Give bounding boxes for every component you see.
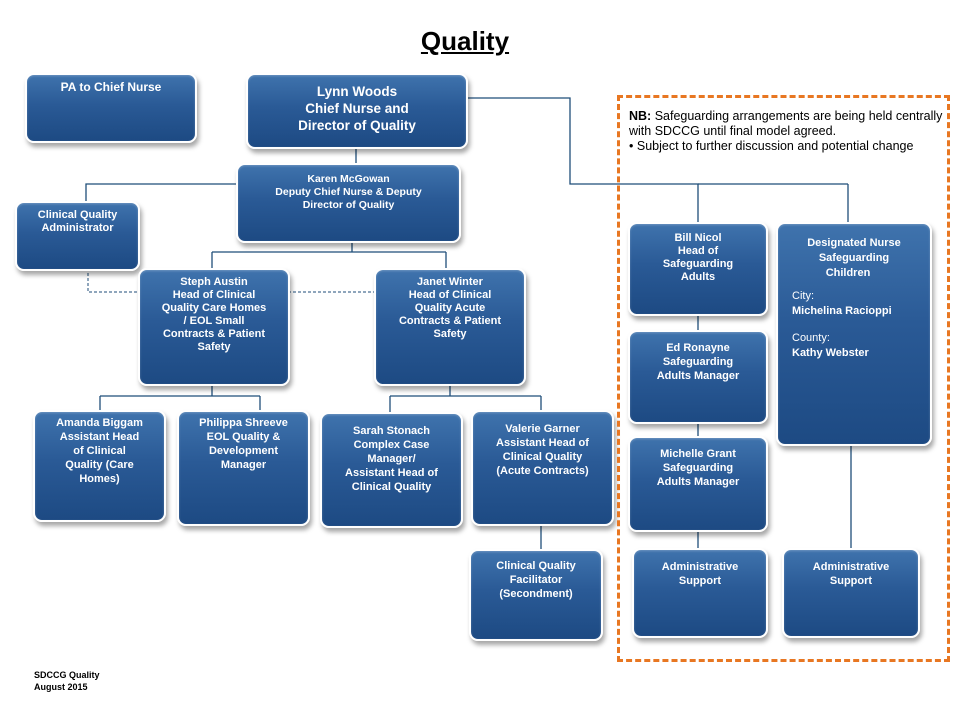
county-name: Kathy Webster	[792, 347, 869, 359]
janet-line-5: Safety	[433, 328, 467, 340]
bill-line-3: Safeguarding	[662, 258, 734, 270]
footer-line-2: August 2015	[34, 682, 88, 692]
clinical-quality-facilitator-box: Clinical Quality Facilitator (Secondment…	[469, 549, 603, 641]
michelle-line-3: Adults Manager	[656, 476, 740, 488]
bill-line-1: Bill Nicol	[674, 232, 722, 244]
chief-role-2: Director of Quality	[298, 118, 416, 133]
valerie-line-2: Assistant Head of	[496, 437, 589, 449]
admin-line-2: Administrator	[41, 222, 114, 234]
safeguarding-dashed-boundary	[617, 95, 950, 662]
michelle-grant-box: Michelle Grant Safeguarding Adults Manag…	[628, 436, 768, 532]
deputy-role-2: Director of Quality	[302, 199, 395, 211]
valerie-line-1: Valerie Garner	[505, 423, 580, 435]
sarah-line-5: Clinical Quality	[351, 481, 432, 493]
admin-support-1-line-2: Support	[678, 575, 722, 587]
footer-line-1: SDCCG Quality	[34, 670, 100, 680]
philippa-line-2: EOL Quality &	[206, 431, 281, 443]
note-prefix: NB:	[629, 109, 652, 123]
steph-line-3: Quality Care Homes	[161, 302, 267, 314]
chief-role-1: Chief Nurse and	[305, 101, 409, 116]
bill-line-4: Adults	[680, 271, 716, 283]
philippa-shreeve-box: Philippa Shreeve EOL Quality & Developme…	[177, 410, 310, 526]
sarah-line-2: Complex Case	[353, 439, 430, 451]
steph-austin-box: Steph Austin Head of Clinical Quality Ca…	[138, 268, 290, 386]
michelle-line-2: Safeguarding	[662, 462, 734, 474]
chief-nurse-box: Lynn Woods Chief Nurse and Director of Q…	[246, 73, 468, 149]
administrative-support-box-1: Administrative Support	[632, 548, 768, 638]
amanda-biggam-box: Amanda Biggam Assistant Head of Clinical…	[33, 410, 166, 522]
deputy-role-1: Deputy Chief Nurse & Deputy	[275, 186, 422, 198]
janet-line-4: Contracts & Patient	[398, 315, 502, 327]
facilitator-line-3: (Secondment)	[499, 588, 573, 600]
sarah-line-3: Manager/	[367, 453, 416, 465]
sarah-line-4: Assistant Head of	[345, 467, 438, 479]
valerie-garner-box: Valerie Garner Assistant Head of Clinica…	[471, 410, 614, 526]
pa-title: PA to Chief Nurse	[60, 80, 162, 94]
clinical-quality-administrator-box: Clinical Quality Administrator	[15, 201, 140, 271]
pa-to-chief-nurse-box: PA to Chief Nurse	[25, 73, 197, 143]
bill-line-2: Head of	[677, 245, 719, 257]
michelle-line-1: Michelle Grant	[660, 448, 736, 460]
amanda-line-4: Quality (Care	[65, 459, 134, 471]
chief-name: Lynn Woods	[316, 84, 398, 99]
steph-line-1: Steph Austin	[180, 276, 248, 288]
janet-winter-box: Janet Winter Head of Clinical Quality Ac…	[374, 268, 526, 386]
facilitator-line-1: Clinical Quality	[496, 560, 576, 572]
valerie-line-3: Clinical Quality	[502, 451, 583, 463]
designated-nurse-box: Designated Nurse Safeguarding Children C…	[776, 222, 932, 446]
note-text: Safeguarding arrangements are being held…	[629, 109, 943, 138]
designated-line-1: Designated Nurse	[807, 237, 901, 249]
safeguarding-note: NB: Safeguarding arrangements are being …	[629, 109, 943, 153]
footer: SDCCG Quality August 2015	[34, 669, 100, 693]
county-label: County:	[792, 332, 830, 344]
ed-line-1: Ed Ronayne	[666, 342, 730, 354]
sarah-stonach-box: Sarah Stonach Complex Case Manager/ Assi…	[320, 412, 463, 528]
steph-line-6: Safety	[197, 341, 231, 353]
page-title: Quality	[420, 26, 510, 56]
janet-line-2: Head of Clinical	[408, 289, 492, 301]
steph-line-5: Contracts & Patient	[162, 328, 266, 340]
janet-line-3: Quality Acute	[414, 302, 486, 314]
philippa-line-1: Philippa Shreeve	[199, 417, 288, 429]
steph-line-2: Head of Clinical	[172, 289, 256, 301]
ed-line-3: Adults Manager	[656, 370, 740, 382]
admin-support-2-line-1: Administrative	[812, 561, 890, 573]
deputy-chief-nurse-box: Karen McGowan Deputy Chief Nurse & Deput…	[236, 163, 461, 243]
administrative-support-box-2: Administrative Support	[782, 548, 920, 638]
admin-support-1-line-1: Administrative	[661, 561, 739, 573]
designated-line-2: Safeguarding	[818, 252, 890, 264]
ed-ronayne-box: Ed Ronayne Safeguarding Adults Manager	[628, 330, 768, 424]
designated-line-3: Children	[825, 267, 871, 279]
valerie-line-4: (Acute Contracts)	[496, 465, 589, 477]
note-bullet: Subject to further discussion and potent…	[636, 139, 914, 153]
amanda-line-1: Amanda Biggam	[56, 417, 143, 429]
sarah-line-1: Sarah Stonach	[352, 425, 431, 437]
ed-line-2: Safeguarding	[662, 356, 734, 368]
admin-support-2-line-2: Support	[829, 575, 873, 587]
admin-line-1: Clinical Quality	[37, 209, 118, 221]
philippa-line-3: Development	[208, 445, 279, 457]
city-name: Michelina Racioppi	[792, 305, 892, 317]
amanda-line-2: Assistant Head	[59, 431, 140, 443]
janet-line-1: Janet Winter	[417, 276, 483, 288]
amanda-line-3: of Clinical	[73, 445, 126, 457]
amanda-line-5: Homes)	[79, 473, 120, 485]
bill-nicol-box: Bill Nicol Head of Safeguarding Adults	[628, 222, 768, 316]
deputy-name: Karen McGowan	[307, 173, 390, 185]
steph-line-4: / EOL Small	[183, 315, 245, 327]
city-label: City:	[792, 290, 814, 302]
facilitator-line-2: Facilitator	[509, 574, 563, 586]
philippa-line-4: Manager	[220, 459, 267, 471]
